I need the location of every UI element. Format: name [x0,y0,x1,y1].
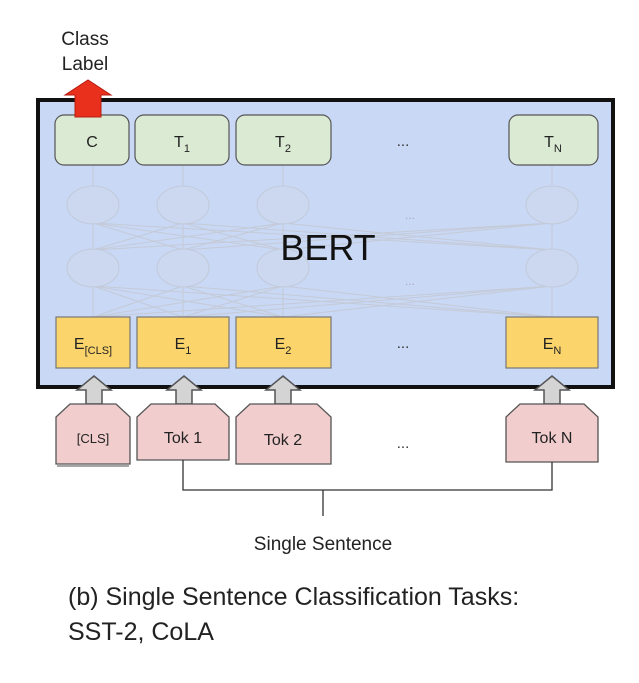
arrow-cls [74,375,114,405]
arrow-tok1 [164,375,204,405]
token-tok1-box [136,403,230,461]
hidden-layer-connections [92,165,553,318]
token-cls-label: [CLS] [77,431,110,446]
embedding-en-label: EN [543,336,562,357]
output-row: C T1 T2 ... TN [54,114,599,166]
embedding-e2-box [235,316,332,369]
hidden-connection [282,285,553,318]
hidden-node [156,185,210,225]
embedding-row: E[CLS] E1 E2 ... EN [55,316,599,369]
token-tok1-label: Tok 1 [164,430,202,447]
output-c-label: C [86,134,98,151]
hidden-node [525,185,579,225]
embedding-ellipsis: ... [397,335,410,352]
token-tok2-label: Tok 2 [264,432,302,449]
token-ellipsis: ... [397,435,410,452]
hidden-layer-nodes [66,185,579,288]
hidden-node [156,248,210,288]
hidden-connection [92,222,284,251]
embedding-en-box [505,316,599,369]
embedding-e2-label: E2 [275,336,292,357]
bert-label: BERT [280,227,375,268]
output-t2-label: T2 [275,134,291,155]
input-bracket [182,460,553,516]
output-ellipsis: ... [397,133,410,150]
hidden-connection [92,285,553,318]
token-cls-box [55,403,131,465]
arrow-tokn [532,375,572,405]
hidden-connection [92,285,284,318]
hidden-node [66,185,120,225]
class-label-line1: Class [61,29,109,50]
embedding-e1-label: E1 [175,336,192,357]
token-row: [CLS] Tok 1 Tok 2 ... Tok N [55,403,599,467]
embedding-cls-box [55,316,131,369]
hidden-connection [182,285,284,318]
input-label: Single Sentence [254,534,392,555]
class-output-arrow [63,79,113,118]
hidden-connection [92,222,553,251]
arrow-tok2 [263,375,303,405]
caption-line1: (b) Single Sentence Classification Tasks… [68,583,520,611]
bracket-line [182,460,553,491]
hidden-connection [182,222,553,251]
hidden-node [256,185,310,225]
output-tn-box [508,114,599,166]
hidden-node [525,248,579,288]
hidden-ellipsis-upper: ... [405,208,415,222]
hidden-connection [182,222,284,251]
hidden-node [66,248,120,288]
embedding-cls-label: E[CLS] [74,336,112,357]
output-t1-box [134,114,230,166]
hidden-ellipsis-lower: ... [405,274,415,288]
output-tn-label: TN [544,134,562,155]
hidden-node [256,248,310,288]
class-label-line2: Label [62,54,109,75]
hidden-connection [92,285,184,318]
token-tokn-box [505,403,599,463]
hidden-connection [92,222,184,251]
input-arrows [74,375,572,405]
token-tok2-box [235,403,332,465]
token-tokn-label: Tok N [532,430,573,447]
figure-caption: (b) Single Sentence Classification Tasks… [68,580,628,650]
output-t1-label: T1 [174,134,190,155]
output-t2-box [235,114,332,166]
embedding-e1-box [136,316,230,369]
hidden-connection [182,285,553,318]
caption-line2: SST-2, CoLA [68,618,214,646]
hidden-connection [282,222,553,251]
